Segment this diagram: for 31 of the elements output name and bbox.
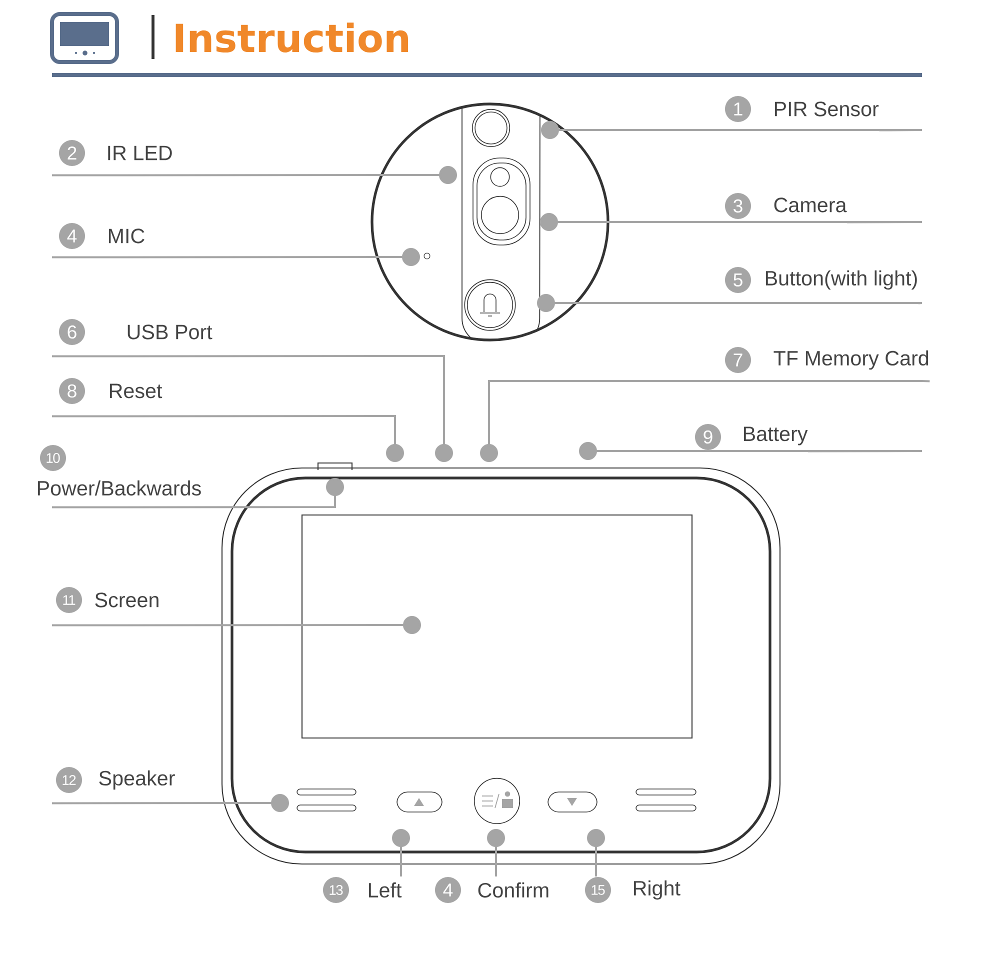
callout-label: 11 Screen	[56, 587, 158, 613]
leader-line	[52, 616, 421, 634]
leader-line	[579, 442, 923, 460]
leader-line	[52, 794, 289, 812]
leader-line	[52, 166, 457, 184]
callout-label: 13 Left	[323, 877, 402, 903]
callout-label: 6 USB Port	[59, 319, 212, 345]
callout-label: 10 Power/Backwards	[38, 445, 201, 496]
callout-label: 15 Right	[585, 877, 680, 903]
leader-line	[540, 213, 923, 231]
leader-line	[392, 829, 410, 876]
callout-label: 5 Button(with light)	[725, 267, 917, 293]
callout-label: 7 TF Memory Card	[725, 347, 928, 373]
title: Instruction	[176, 22, 408, 53]
leader-line	[587, 829, 605, 876]
callout-label: 3 Camera	[725, 193, 847, 219]
callout-label: 4 Confirm	[435, 877, 548, 903]
leader-line	[537, 294, 923, 312]
leader-line	[52, 248, 420, 266]
leader-line	[52, 355, 453, 462]
leader-line	[52, 478, 344, 508]
leader-line	[541, 121, 923, 139]
callout-label: 12 Speaker	[56, 767, 175, 793]
callout-label: 1 PIR Sensor	[725, 96, 879, 122]
leader-line	[52, 415, 404, 462]
callout-label: 2 IR LED	[59, 140, 172, 166]
callout-label: 9 Battery	[695, 424, 808, 450]
callout-label: 4 MIC	[59, 223, 144, 249]
leader-line	[480, 380, 930, 462]
callout-label: 8 Reset	[59, 378, 162, 404]
leader-line	[487, 829, 505, 876]
